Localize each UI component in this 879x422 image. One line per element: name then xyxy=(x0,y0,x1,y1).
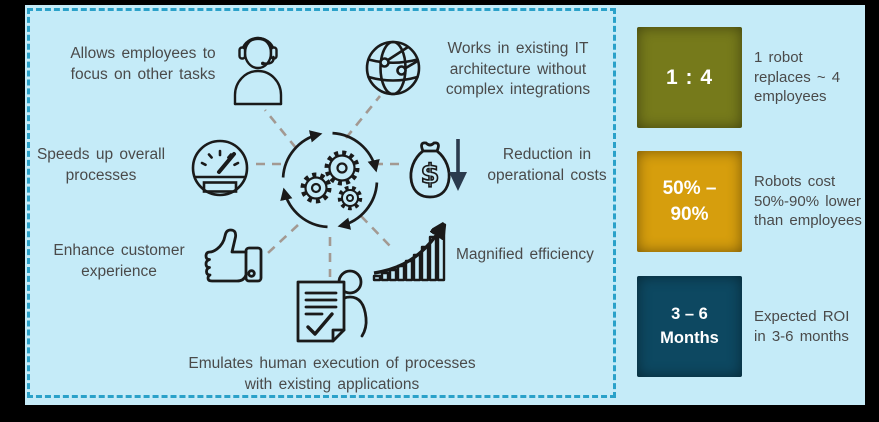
down-arrow-icon xyxy=(447,137,469,193)
benefits-diagram-panel xyxy=(27,8,616,398)
globe-network-icon xyxy=(363,38,423,98)
stat-row-roi: 3 – 6 Months Expected ROI in 3-6 months xyxy=(637,276,865,377)
growth-bar-chart-icon xyxy=(372,218,456,284)
stat-badge-robot-ratio: 1 : 4 xyxy=(637,27,742,128)
svg-text:$: $ xyxy=(421,159,440,190)
benefit-label-customer-experience: Enhance customer experience xyxy=(53,242,185,280)
stat-badge-cost-savings: 50% – 90% xyxy=(637,151,742,252)
benefit-label-allows-employees: Allows employees to focus on other tasks xyxy=(70,45,216,83)
benefit-label-speeds-processes: Speeds up overall processes xyxy=(36,146,166,184)
stat-description-roi: Expected ROI in 3-6 months xyxy=(754,307,850,345)
benefit-label-cost-reduction: Reduction in operational costs xyxy=(487,146,607,184)
money-bag-icon: $ xyxy=(406,138,454,200)
stat-row-robot-ratio: 1 : 4 1 robot replaces ~ 4 employees xyxy=(637,27,865,128)
benefit-label-emulates-human: Emulates human execution of processes wi… xyxy=(188,355,476,393)
thumbs-up-icon xyxy=(199,224,269,284)
headset-agent-icon xyxy=(228,30,288,108)
stat-badge-roi: 3 – 6 Months xyxy=(637,276,742,377)
benefit-label-it-architecture: Works in existing IT architecture withou… xyxy=(445,40,591,99)
stat-description-cost-savings: Robots cost 50%-90% lower than employees xyxy=(754,172,862,230)
stat-description-robot-ratio: 1 robot replaces ~ 4 employees xyxy=(754,48,841,106)
speedometer-icon xyxy=(182,139,258,197)
benefit-label-magnified-efficiency: Magnified efficiency xyxy=(456,246,594,263)
document-checklist-person-icon xyxy=(286,256,381,348)
stat-row-cost-savings: 50% – 90% Robots cost 50%-90% lower than… xyxy=(637,151,865,252)
